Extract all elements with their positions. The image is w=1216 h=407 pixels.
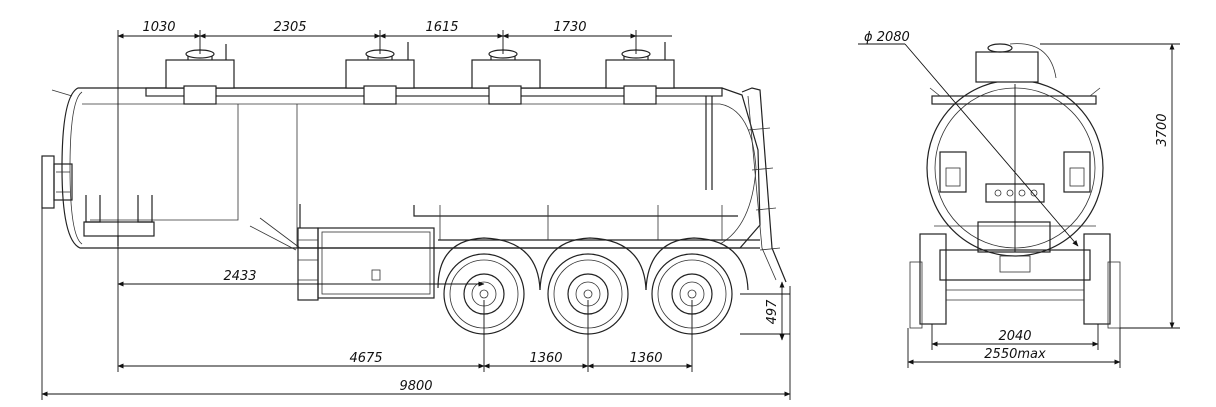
dim-frame-height-line — [740, 281, 790, 341]
bottom-dimension-chain — [117, 250, 693, 372]
dim-front-overhang: 2433 — [223, 269, 256, 284]
chassis-frame — [249, 205, 760, 251]
rear-pipe — [705, 96, 713, 190]
dim-frame-height: 497 — [765, 299, 780, 325]
side-guard — [297, 204, 319, 301]
top-dimension-chain — [117, 30, 672, 250]
dim-hatch-3: 1615 — [425, 20, 458, 35]
dim-tank-diameter: ϕ 2080 — [864, 30, 910, 45]
tank-body — [61, 87, 761, 249]
dim-overall-length: 9800 — [399, 379, 432, 394]
dim-width-lines — [907, 324, 1121, 368]
manhole-1 — [165, 44, 235, 105]
dim-track-width: 2040 — [998, 329, 1031, 344]
front-view: ϕ 2080 3700 2040 2550max — [858, 30, 1180, 368]
dim-axle-offset: 4675 — [349, 351, 382, 366]
dim-overall-height: 3700 — [1155, 113, 1170, 146]
dim-overall-width: 2550max — [984, 347, 1046, 362]
rear-ladder — [741, 87, 787, 283]
side-view: 1030 2305 1615 1730 2433 4675 1360 1360 … — [41, 20, 791, 400]
dim-axle-spacing-1: 1360 — [529, 351, 562, 366]
dim-hatch-1: 1030 — [142, 20, 175, 35]
manhole-3 — [471, 49, 541, 105]
manhole-4 — [605, 42, 675, 105]
front-manhole — [975, 43, 1057, 83]
manhole-2 — [345, 42, 415, 105]
landing-gear — [83, 195, 155, 246]
toolbox — [317, 227, 435, 299]
front-coupling — [41, 89, 73, 209]
mudguards — [437, 237, 749, 291]
dim-axle-spacing-2: 1360 — [629, 351, 662, 366]
dim-hatch-2: 2305 — [273, 20, 306, 35]
dim-hatch-4: 1730 — [553, 20, 586, 35]
dim-overall-height-line — [1040, 43, 1180, 329]
dim-diameter-leader — [858, 43, 1079, 252]
dim-overall-length-line — [41, 208, 791, 400]
front-walkway — [931, 95, 1097, 105]
